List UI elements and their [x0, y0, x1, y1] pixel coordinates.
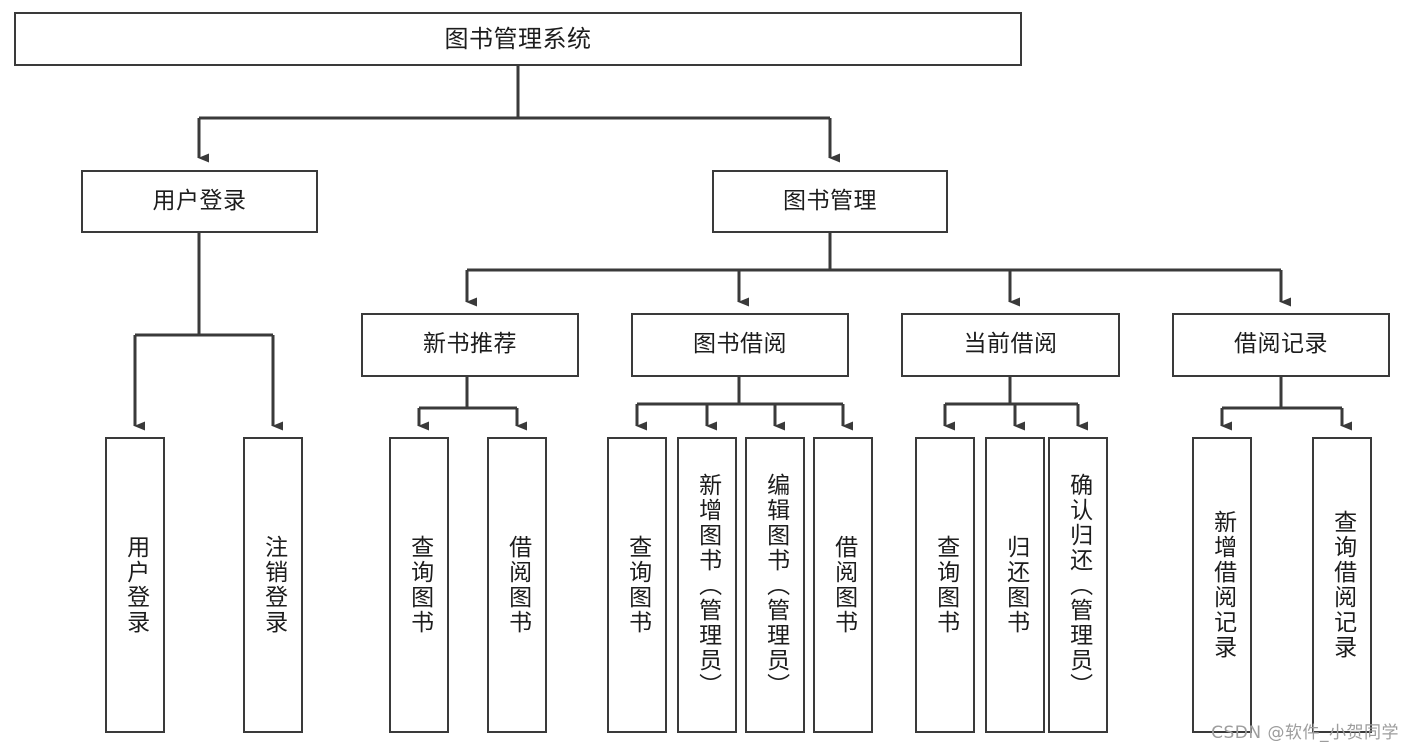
node-label: 确认归还（管理员）: [1065, 472, 1092, 698]
node-leaf-12[interactable]: 查询借阅记录: [1312, 437, 1372, 733]
node-label: 图书借阅: [693, 331, 787, 358]
node-level2-1[interactable]: 图书管理: [712, 170, 948, 233]
node-leaf-8[interactable]: 查询图书: [915, 437, 975, 733]
node-leaf-7[interactable]: 借阅图书: [813, 437, 873, 733]
node-label: 图书管理系统: [444, 24, 592, 53]
node-root[interactable]: 图书管理系统: [14, 12, 1022, 66]
node-label: 查询借阅记录: [1329, 510, 1356, 660]
node-label: 查询图书: [406, 535, 433, 635]
node-leaf-10[interactable]: 确认归还（管理员）: [1048, 437, 1108, 733]
node-leaf-2[interactable]: 查询图书: [389, 437, 449, 733]
node-label: 用户登录: [122, 535, 149, 635]
node-label: 图书管理: [783, 187, 877, 214]
node-leaf-5[interactable]: 新增图书（管理员）: [677, 437, 737, 733]
node-level3-0[interactable]: 新书推荐: [361, 313, 579, 377]
node-label: 用户登录: [152, 187, 247, 214]
node-leaf-6[interactable]: 编辑图书（管理员）: [745, 437, 805, 733]
node-label: 注销登录: [260, 535, 287, 635]
node-label: 新增借阅记录: [1209, 510, 1236, 660]
node-leaf-1[interactable]: 注销登录: [243, 437, 303, 733]
node-label: 查询图书: [932, 535, 959, 635]
node-label: 新增图书（管理员）: [694, 472, 721, 698]
node-label: 借阅图书: [504, 535, 531, 635]
node-leaf-3[interactable]: 借阅图书: [487, 437, 547, 733]
node-label: 当前借阅: [963, 331, 1058, 358]
node-leaf-0[interactable]: 用户登录: [105, 437, 165, 733]
node-leaf-11[interactable]: 新增借阅记录: [1192, 437, 1252, 733]
node-level2-0[interactable]: 用户登录: [81, 170, 318, 233]
node-leaf-9[interactable]: 归还图书: [985, 437, 1045, 733]
node-label: 借阅记录: [1234, 331, 1328, 358]
node-level3-1[interactable]: 图书借阅: [631, 313, 849, 377]
node-label: 新书推荐: [423, 331, 517, 358]
node-level3-3[interactable]: 借阅记录: [1172, 313, 1390, 377]
node-label: 编辑图书（管理员）: [762, 472, 789, 698]
node-label: 查询图书: [624, 535, 651, 635]
node-level3-2[interactable]: 当前借阅: [901, 313, 1120, 377]
node-leaf-4[interactable]: 查询图书: [607, 437, 667, 733]
node-label: 归还图书: [1002, 535, 1029, 635]
node-label: 借阅图书: [830, 535, 857, 635]
